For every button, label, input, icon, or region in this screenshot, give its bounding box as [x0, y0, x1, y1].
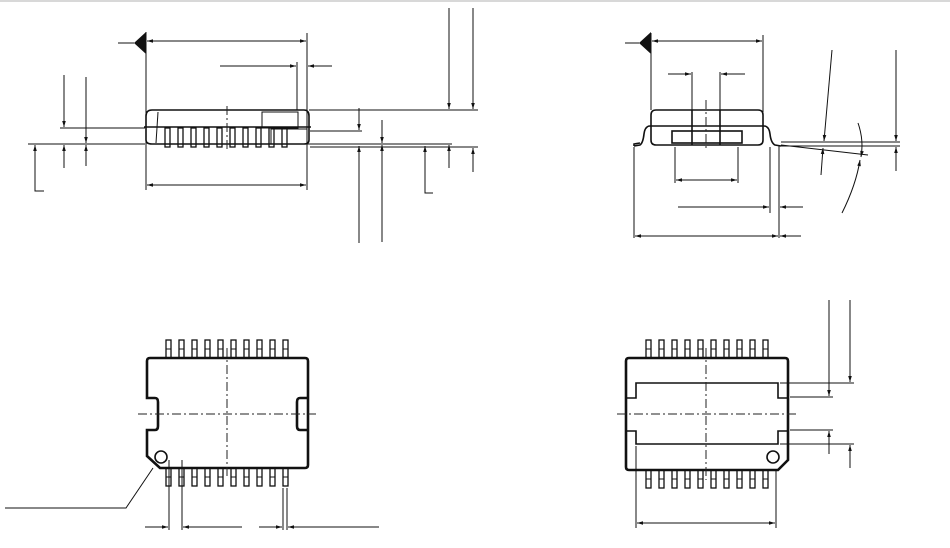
side-view: [28, 8, 478, 243]
side-lead: [242, 127, 249, 148]
pin1-marker: [766, 450, 780, 464]
side-lead: [177, 127, 184, 148]
datum-triangle-icon: [134, 32, 146, 54]
side-lead: [190, 127, 197, 148]
end-view: [625, 32, 900, 238]
gull-wing-lead: [633, 125, 782, 147]
datum-l-right: [423, 146, 433, 194]
side-lead: [203, 127, 210, 148]
top-view: [5, 339, 379, 530]
bottom-view: [617, 300, 854, 528]
top-body: [145, 356, 310, 470]
side-lead: [229, 127, 236, 148]
datum-triangle-icon: [639, 32, 651, 54]
end-body: [650, 109, 764, 146]
pin1-marker: [154, 450, 168, 464]
pin1-leader: [5, 467, 154, 509]
bottom-body: [624, 356, 790, 472]
side-lead: [255, 127, 262, 148]
side-lead: [216, 127, 223, 148]
side-lead: [164, 127, 171, 148]
datum-l-left: [33, 145, 44, 192]
